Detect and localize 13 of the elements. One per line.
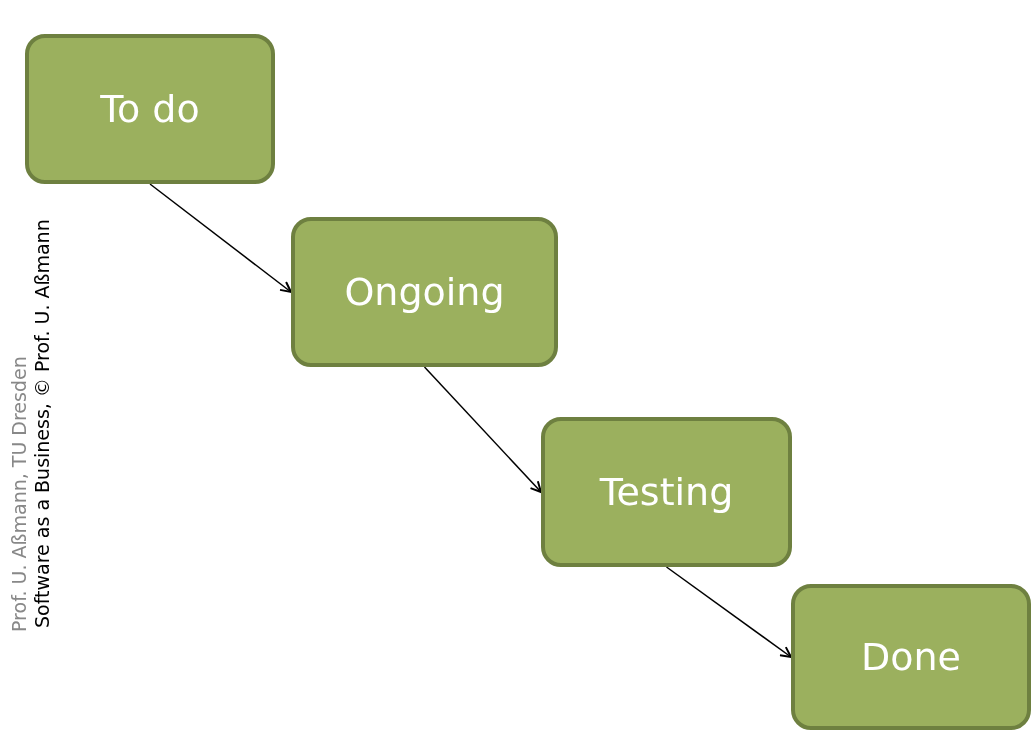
- arrow: [665, 566, 792, 658]
- process-box: [291, 217, 558, 367]
- node-label: Done: [861, 635, 961, 679]
- process-box: [25, 34, 275, 184]
- arrow: [149, 183, 292, 293]
- process-box: [791, 584, 1031, 730]
- node-label: Testing: [599, 470, 734, 514]
- arrow: [423, 366, 542, 493]
- footer-text: Prof. U. Aßmann, TU Dresden: [10, 356, 29, 632]
- node-label: Ongoing: [344, 270, 505, 314]
- node-label: To do: [100, 87, 200, 131]
- footer-text: Software as a Business, © Prof. U. Aßmann: [33, 219, 52, 628]
- process-box: [541, 417, 792, 567]
